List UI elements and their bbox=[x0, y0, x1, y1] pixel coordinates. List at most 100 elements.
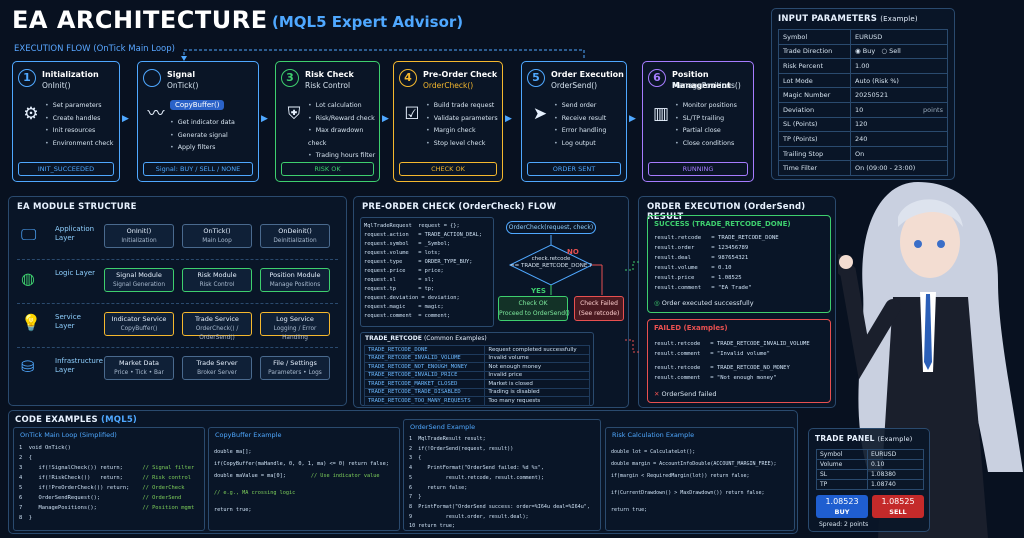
radio-sell[interactable]: ○ bbox=[875, 47, 890, 56]
param-value-text: 10 bbox=[855, 105, 864, 114]
brain-icon: ◍ bbox=[21, 269, 35, 288]
failed-box: FAILED (Examples) result.retcode = TRADE… bbox=[647, 319, 831, 403]
step-item: Max drawdown check bbox=[308, 125, 379, 150]
code-line: result.comment = "Not enough money" bbox=[654, 375, 777, 381]
code-line: 7 ManagePositions(); // Position mgmt bbox=[19, 505, 195, 511]
retcode-desc: Invalid price bbox=[484, 370, 590, 380]
param-label: Trailing Stop bbox=[778, 145, 851, 162]
param-value[interactable]: EURUSD bbox=[850, 29, 948, 45]
code-block-ontick: OnTick Main Loop (Simplified) 1 void OnT… bbox=[13, 427, 205, 531]
trade-value: 1.08740 bbox=[867, 479, 924, 490]
step-number: 6 bbox=[648, 69, 666, 87]
trade-value: EURUSD bbox=[867, 449, 924, 460]
step-item: Apply filters bbox=[170, 142, 235, 155]
code-line: request.deviation = deviation; bbox=[364, 295, 460, 301]
code-line: result.retcode = TRADE_RETCODE_INVALID_V… bbox=[654, 341, 810, 347]
step-subtitle: ManagePositions() bbox=[672, 81, 741, 90]
step-item: Lot calculation bbox=[308, 100, 379, 113]
trade-title: TRADE PANEL (Example) bbox=[815, 434, 913, 443]
step-status: CHECK OK bbox=[399, 162, 497, 176]
param-value[interactable]: 20250521 bbox=[850, 87, 948, 103]
step-subtitle: OnInit() bbox=[42, 81, 71, 90]
step-title: Order Execution bbox=[551, 70, 624, 79]
code-line: result.comment = "Invalid volume" bbox=[654, 351, 770, 357]
radio-buy[interactable]: ◉ bbox=[855, 47, 863, 56]
step-item: Send order bbox=[554, 100, 606, 113]
code-line: double ma[]; bbox=[214, 449, 252, 455]
code-block-copybuffer: CopyBuffer Example double ma[];if(CopyBu… bbox=[208, 427, 400, 531]
flow-arrow: ▶ bbox=[505, 114, 512, 124]
code-line: 6 return false; bbox=[409, 484, 468, 491]
retcode-title-note: (Common Examples) bbox=[423, 335, 487, 342]
module-name: Risk Module bbox=[197, 271, 237, 279]
param-value[interactable]: On (09:00 - 23:00) bbox=[850, 160, 948, 176]
radio-buy-label: Buy bbox=[862, 47, 876, 56]
step-item: Trading hours filter bbox=[308, 150, 379, 163]
success-note: ◎ Order executed successfully bbox=[654, 299, 754, 307]
param-value[interactable]: 240 bbox=[850, 131, 948, 147]
step-item: Create handles bbox=[45, 113, 113, 126]
module-desc: Price • Tick • Bar bbox=[114, 369, 164, 376]
code-line: double lot = CalculateLot(); bbox=[611, 449, 696, 455]
failed-note: ✕ OrderSend failed bbox=[654, 390, 716, 398]
layer-name: Service Layer bbox=[55, 313, 81, 330]
code-ordersend: 1 MqlTradeResult result;2 if(!OrderSend(… bbox=[409, 435, 590, 532]
retcode-desc: Too many requests bbox=[484, 396, 590, 406]
code-block-copybuffer-title: CopyBuffer Example bbox=[215, 431, 282, 439]
no-label: NO bbox=[567, 248, 579, 256]
code-line: request.type = ORDER_TYPE_BUY; bbox=[364, 259, 473, 265]
retcode-name: TRADE_RETCODE_TOO_MANY_REQUESTS bbox=[363, 396, 486, 406]
module-box: OnTick()Main Loop bbox=[182, 224, 252, 248]
module-name: OnTick() bbox=[203, 227, 231, 235]
param-value[interactable]: Auto (Risk %) bbox=[850, 72, 948, 89]
param-label: Risk Percent bbox=[778, 58, 851, 74]
code-line: 8 PrintFormat("OrderSend success: order=… bbox=[409, 503, 590, 510]
retcode-title: TRADE_RETCODE (Common Examples) bbox=[365, 335, 487, 342]
param-value-text: On (09:00 - 23:00) bbox=[855, 164, 916, 173]
bulb-icon: 💡 bbox=[21, 313, 41, 332]
step-status: INIT_SUCCEEDED bbox=[18, 162, 114, 176]
code-line: result.retcode = TRADE_RETCODE_DONE bbox=[654, 235, 779, 241]
step-item: Init resources bbox=[45, 125, 113, 138]
module-desc: CopyBuffer() bbox=[120, 325, 158, 332]
code-line: 7 } bbox=[409, 494, 422, 501]
code-line: 3 if(!SignalCheck()) return; // Signal f… bbox=[19, 465, 195, 471]
step-number: 5 bbox=[527, 69, 545, 87]
failed-title: FAILED (Examples) bbox=[654, 324, 728, 332]
retcode-name: TRADE_RETCODE_TRADE_DISABLED bbox=[363, 387, 486, 397]
retcode-box: TRADE_RETCODE (Common Examples) TRADE_RE… bbox=[360, 332, 594, 406]
retcode-desc: Request completed successfully bbox=[484, 345, 590, 355]
code-line: request.tp = tp; bbox=[364, 286, 435, 292]
layer-divider bbox=[17, 347, 338, 348]
trade-title-note: (Example) bbox=[877, 435, 913, 443]
retcode-desc: Invalid volume bbox=[484, 353, 590, 363]
success-box: SUCCESS (TRADE_RETCODE_DONE) result.retc… bbox=[647, 215, 831, 313]
step-item: Environment check bbox=[45, 138, 114, 151]
flow-title: EXECUTION FLOW (OnTick Main Loop) bbox=[14, 44, 175, 54]
module-name: Log Service bbox=[276, 315, 314, 323]
check-failed-box: Check Failed (See retcode) bbox=[574, 296, 624, 321]
trade-label: Volume bbox=[815, 459, 869, 470]
param-value[interactable]: 120 bbox=[850, 116, 948, 133]
module-desc: Broker Server bbox=[197, 369, 237, 376]
param-row: SL (Points)120 bbox=[778, 116, 948, 133]
execution-title: ORDER EXECUTION (OrderSend) RESULT bbox=[647, 202, 806, 222]
code-block-ordersend: OrderSend Example 1 MqlTradeResult resul… bbox=[403, 419, 601, 531]
success-note-text: Order executed successfully bbox=[661, 299, 754, 307]
page-title: EA ARCHITECTURE bbox=[12, 6, 268, 34]
param-value[interactable]: 1.00 bbox=[850, 58, 948, 74]
param-value[interactable]: On bbox=[850, 145, 948, 162]
step-items: Send orderReceive resultError handlingLo… bbox=[554, 100, 607, 150]
